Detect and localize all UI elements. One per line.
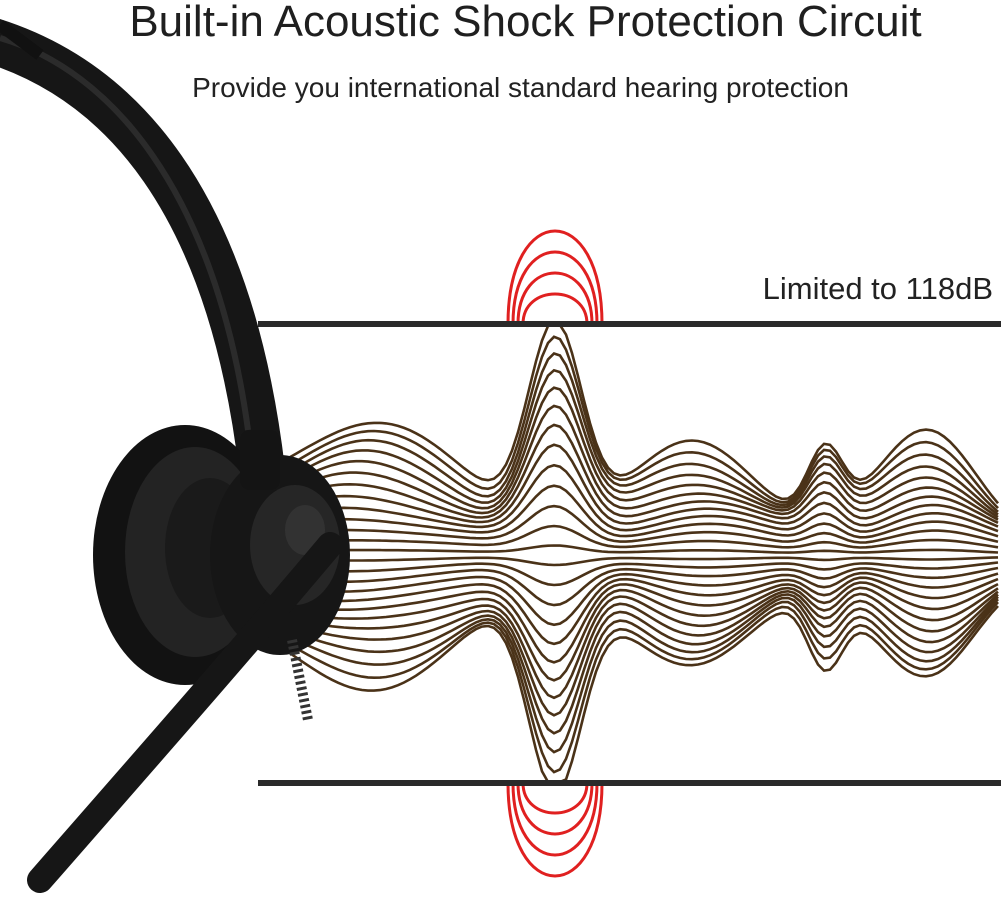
subheadline: Provide you international standard heari…	[192, 72, 849, 103]
wave-line	[199, 595, 999, 735]
clipped-peak-line	[511, 250, 599, 325]
headline: Built-in Acoustic Shock Protection Circu…	[129, 0, 922, 46]
clipped-peak-line	[521, 292, 589, 325]
wave-line	[199, 386, 999, 526]
wave-line	[199, 323, 1000, 505]
wave-line	[199, 586, 999, 700]
wave-line	[199, 352, 999, 513]
clipped-peak-line	[516, 271, 594, 325]
clipped-peak-line	[511, 782, 599, 857]
wave-line	[199, 368, 999, 520]
clipped-peak-line	[516, 782, 594, 836]
clipped-peak-line	[506, 782, 604, 878]
wave-line	[199, 605, 999, 784]
wave-line	[199, 592, 999, 717]
wave-line	[199, 423, 999, 535]
clipped-peaks	[506, 229, 604, 878]
wave-line	[199, 335, 999, 509]
clipped-peak-line	[521, 782, 589, 815]
wave-line	[199, 404, 999, 531]
clipped-peak-line	[506, 229, 604, 325]
headset-icon	[0, 19, 350, 893]
wave-line	[199, 598, 999, 754]
limit-label: Limited to 118dB	[762, 271, 993, 306]
wave-line	[199, 601, 999, 774]
